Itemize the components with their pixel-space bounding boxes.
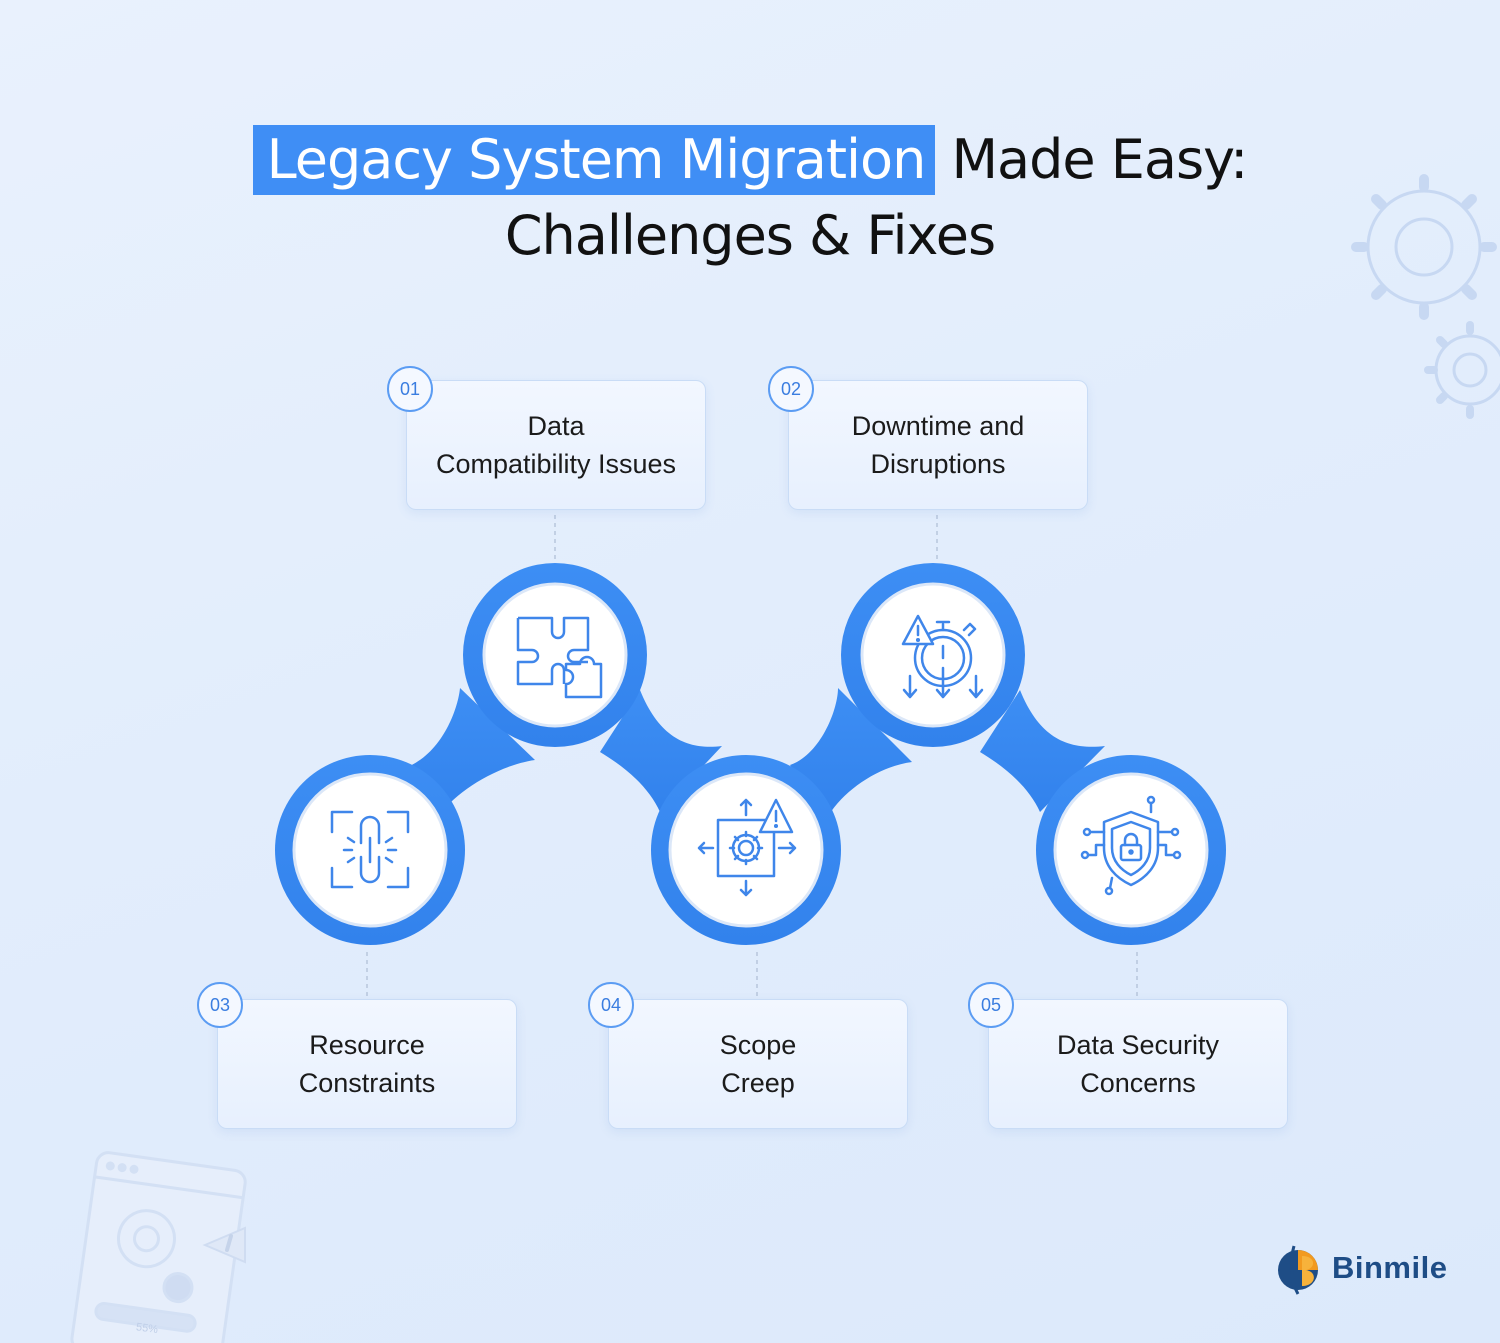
step-label: Data Compatibility Issues [435, 411, 677, 479]
page-title: Legacy System Migration Made Easy: Chall… [0, 122, 1500, 274]
step-label: Scope Creep [719, 1030, 797, 1098]
step-label: Data Security Concerns [1056, 1030, 1220, 1098]
title-highlight: Legacy System Migration [252, 125, 936, 195]
shield-lock-icon [1080, 795, 1182, 896]
step-number-badge: 05 [968, 982, 1014, 1028]
step-number-badge: 04 [588, 982, 634, 1028]
gear-expand-alert-icon [697, 798, 797, 897]
title-rest: Made Easy: [935, 128, 1248, 191]
link-scan-icon [330, 810, 410, 889]
progress-text: 55% [135, 1321, 159, 1336]
step-number-badge: 02 [768, 366, 814, 412]
step-card-02: Downtime and Disruptions [788, 380, 1088, 510]
step-label: Resource Constraints [298, 1030, 436, 1098]
step-card-04: Scope Creep [608, 999, 908, 1129]
step-card-01: Data Compatibility Issues [406, 380, 706, 510]
title-line-2: Challenges & Fixes [504, 204, 996, 267]
brand-name: Binmile [1332, 1250, 1448, 1285]
browser-window-decoration-icon: 55% [70, 1151, 247, 1343]
brand-logo: Binmile [1276, 1240, 1447, 1296]
binmile-logo-icon [1278, 1245, 1318, 1295]
step-number-badge: 03 [197, 982, 243, 1028]
step-label: Downtime and Disruptions [851, 411, 1025, 479]
title-line-1: Legacy System Migration Made Easy: [0, 122, 1500, 198]
step-card-03: Resource Constraints [217, 999, 517, 1129]
step-card-05: Data Security Concerns [988, 999, 1288, 1129]
puzzle-icon [516, 616, 603, 699]
gear-decoration-icon [1351, 174, 1500, 419]
step-number-badge: 01 [387, 366, 433, 412]
stopwatch-alert-icon [901, 614, 984, 699]
